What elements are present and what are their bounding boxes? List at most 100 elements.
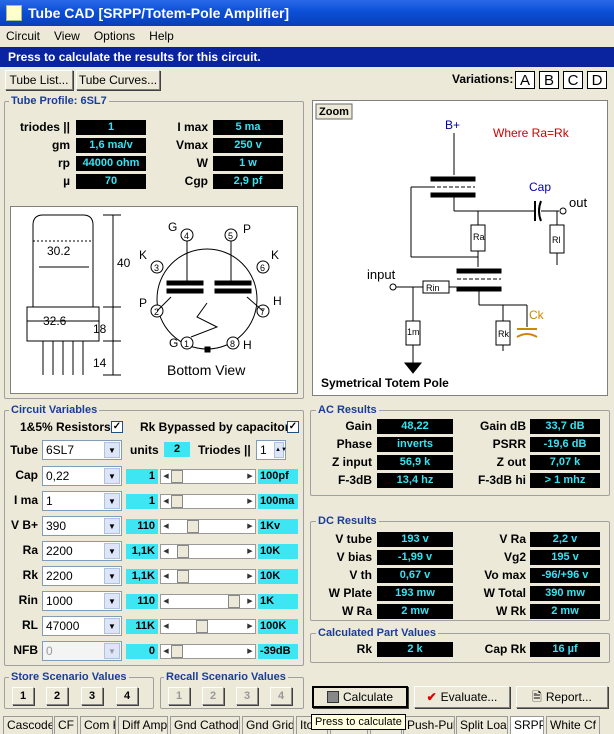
menu-bar: Circuit View Options Help [0, 26, 614, 46]
tab-diff-amp[interactable]: Diff Amp [118, 716, 168, 734]
slider-thumb[interactable] [177, 570, 190, 583]
input-label: input [367, 267, 396, 282]
slider-left-arrow-icon[interactable]: ◀ [163, 473, 169, 480]
cap-slider[interactable]: ◀▶ [160, 469, 256, 484]
slider-left-arrow-icon[interactable]: ◀ [163, 623, 169, 630]
slider-thumb[interactable] [171, 645, 183, 658]
recall-4-button[interactable]: 4 [270, 687, 292, 705]
store-4-button[interactable]: 4 [116, 687, 138, 705]
menu-help[interactable]: Help [149, 29, 174, 43]
rl-slider[interactable]: ◀▶ [160, 619, 256, 634]
stepper-arrows-icon[interactable]: ▲▼ [274, 442, 287, 458]
slider-right-arrow-icon[interactable]: ▶ [247, 473, 253, 480]
tab-cf[interactable]: CF [54, 716, 78, 734]
variation-a-button[interactable]: A [515, 71, 535, 89]
slider-right-arrow-icon[interactable]: ▶ [247, 548, 253, 555]
slider-thumb[interactable] [186, 520, 199, 533]
slider-left-arrow-icon[interactable]: ◀ [163, 498, 169, 505]
tube-select[interactable]: 6SL7▼ [42, 440, 122, 460]
chevron-down-icon[interactable]: ▼ [104, 543, 120, 559]
slider-right-arrow-icon[interactable]: ▶ [247, 498, 253, 505]
menu-options[interactable]: Options [93, 29, 136, 43]
slider-right-arrow-icon[interactable]: ▶ [247, 598, 253, 605]
chevron-down-icon[interactable]: ▼ [104, 493, 120, 509]
chevron-down-icon[interactable]: ▼ [104, 442, 120, 458]
rl-select[interactable]: 47000▼ [42, 616, 122, 636]
slider-left-arrow-icon[interactable]: ◀ [163, 598, 169, 605]
chevron-down-icon[interactable]: ▼ [104, 568, 120, 584]
slider-left-arrow-icon[interactable]: ◀ [163, 523, 169, 530]
report-button[interactable]: 🗎Report... [516, 686, 608, 708]
tab-com-k[interactable]: Com K [80, 716, 116, 734]
slider-thumb[interactable] [171, 470, 183, 483]
variation-d-button[interactable]: D [587, 71, 607, 89]
rin-select[interactable]: 1000▼ [42, 591, 122, 611]
ac_results-value-0: 48,22 [377, 419, 453, 434]
nfb-select[interactable]: 0▼ [42, 641, 122, 661]
rk-select[interactable]: 2200▼ [42, 566, 122, 586]
slider-left-arrow-icon[interactable]: ◀ [163, 548, 169, 555]
tab-srpp[interactable]: SRPP [510, 716, 544, 734]
slider-thumb[interactable] [228, 595, 241, 608]
recall-3-button[interactable]: 3 [236, 687, 258, 705]
rl-resistor-label: Rl [552, 235, 561, 245]
status-message: Press to calculate the results for this … [0, 47, 614, 67]
dc_results-value-1: -1,99 v [377, 550, 453, 565]
variation-b-button[interactable]: B [539, 71, 559, 89]
variation-c-button[interactable]: C [563, 71, 583, 89]
slider-thumb[interactable] [171, 495, 183, 508]
tube-list-button[interactable]: Tube List... [5, 70, 73, 90]
chevron-down-icon[interactable]: ▼ [104, 468, 120, 484]
nfb-label: NFB [13, 643, 38, 657]
rk-bypass-checkbox[interactable]: ✓ [287, 421, 299, 433]
chevron-down-icon[interactable]: ▼ [104, 518, 120, 534]
ra-slider[interactable]: ◀▶ [160, 544, 256, 559]
menu-view[interactable]: View [54, 29, 80, 43]
v-b--select[interactable]: 390▼ [42, 516, 122, 536]
recall-1-button[interactable]: 1 [168, 687, 190, 705]
store-3-button[interactable]: 3 [81, 687, 103, 705]
rk-slider[interactable]: ◀▶ [160, 569, 256, 584]
slider-right-arrow-icon[interactable]: ▶ [247, 623, 253, 630]
tube-curves-button[interactable]: Tube Curves... [76, 70, 160, 90]
calculate-button[interactable]: Calculate [312, 686, 408, 708]
tab-white-cf[interactable]: White Cf [546, 716, 600, 734]
dc_results-label-0: V tube [335, 532, 372, 546]
dc_results-label2-1: Vg2 [503, 550, 526, 564]
rin-slider[interactable]: ◀▶ [160, 594, 256, 609]
tab-push-pull[interactable]: Push-Pull [403, 716, 455, 734]
slider-right-arrow-icon[interactable]: ▶ [247, 523, 253, 530]
v-b--slider[interactable]: ◀▶ [160, 519, 256, 534]
slider-left-arrow-icon[interactable]: ◀ [163, 573, 169, 580]
i-ma-select[interactable]: 1▼ [42, 491, 122, 511]
ra-select[interactable]: 2200▼ [42, 541, 122, 561]
slider-right-arrow-icon[interactable]: ▶ [247, 573, 253, 580]
store-1-button[interactable]: 1 [12, 687, 34, 705]
nfb-slider[interactable]: ◀▶ [160, 644, 256, 659]
tab-gnd-cathode[interactable]: Gnd Cathode [170, 716, 240, 734]
tab-split-load[interactable]: Split Load [456, 716, 508, 734]
tab-cascode[interactable]: Cascode [3, 716, 53, 734]
triodes-stepper[interactable]: 1▲▼ [256, 440, 287, 460]
zoom-button[interactable]: Zoom [319, 106, 349, 118]
cap-select[interactable]: 0,22▼ [42, 466, 122, 486]
evaluate-button[interactable]: ✔Evaluate... [414, 686, 510, 708]
recall-2-button[interactable]: 2 [202, 687, 224, 705]
cap-max: 100pf [258, 469, 298, 484]
store-2-button[interactable]: 2 [46, 687, 68, 705]
resistors-checkbox[interactable]: ✓ [111, 421, 123, 433]
chevron-down-icon[interactable]: ▼ [104, 618, 120, 634]
chevron-down-icon[interactable]: ▼ [104, 643, 120, 659]
slider-left-arrow-icon[interactable]: ◀ [163, 648, 169, 655]
i-ma-slider[interactable]: ◀▶ [160, 494, 256, 509]
ac_results-value-3: 13,4 hz [377, 473, 453, 488]
v-b--slider-value: 110 [126, 519, 158, 534]
chevron-down-icon[interactable]: ▼ [104, 593, 120, 609]
part-caprk-value: 16 µf [530, 642, 600, 657]
slider-thumb[interactable] [177, 545, 190, 558]
part-values-group [310, 633, 610, 663]
slider-right-arrow-icon[interactable]: ▶ [247, 648, 253, 655]
tab-gnd-grid[interactable]: Gnd Grid [242, 716, 294, 734]
menu-circuit[interactable]: Circuit [6, 29, 41, 43]
slider-thumb[interactable] [195, 620, 208, 633]
